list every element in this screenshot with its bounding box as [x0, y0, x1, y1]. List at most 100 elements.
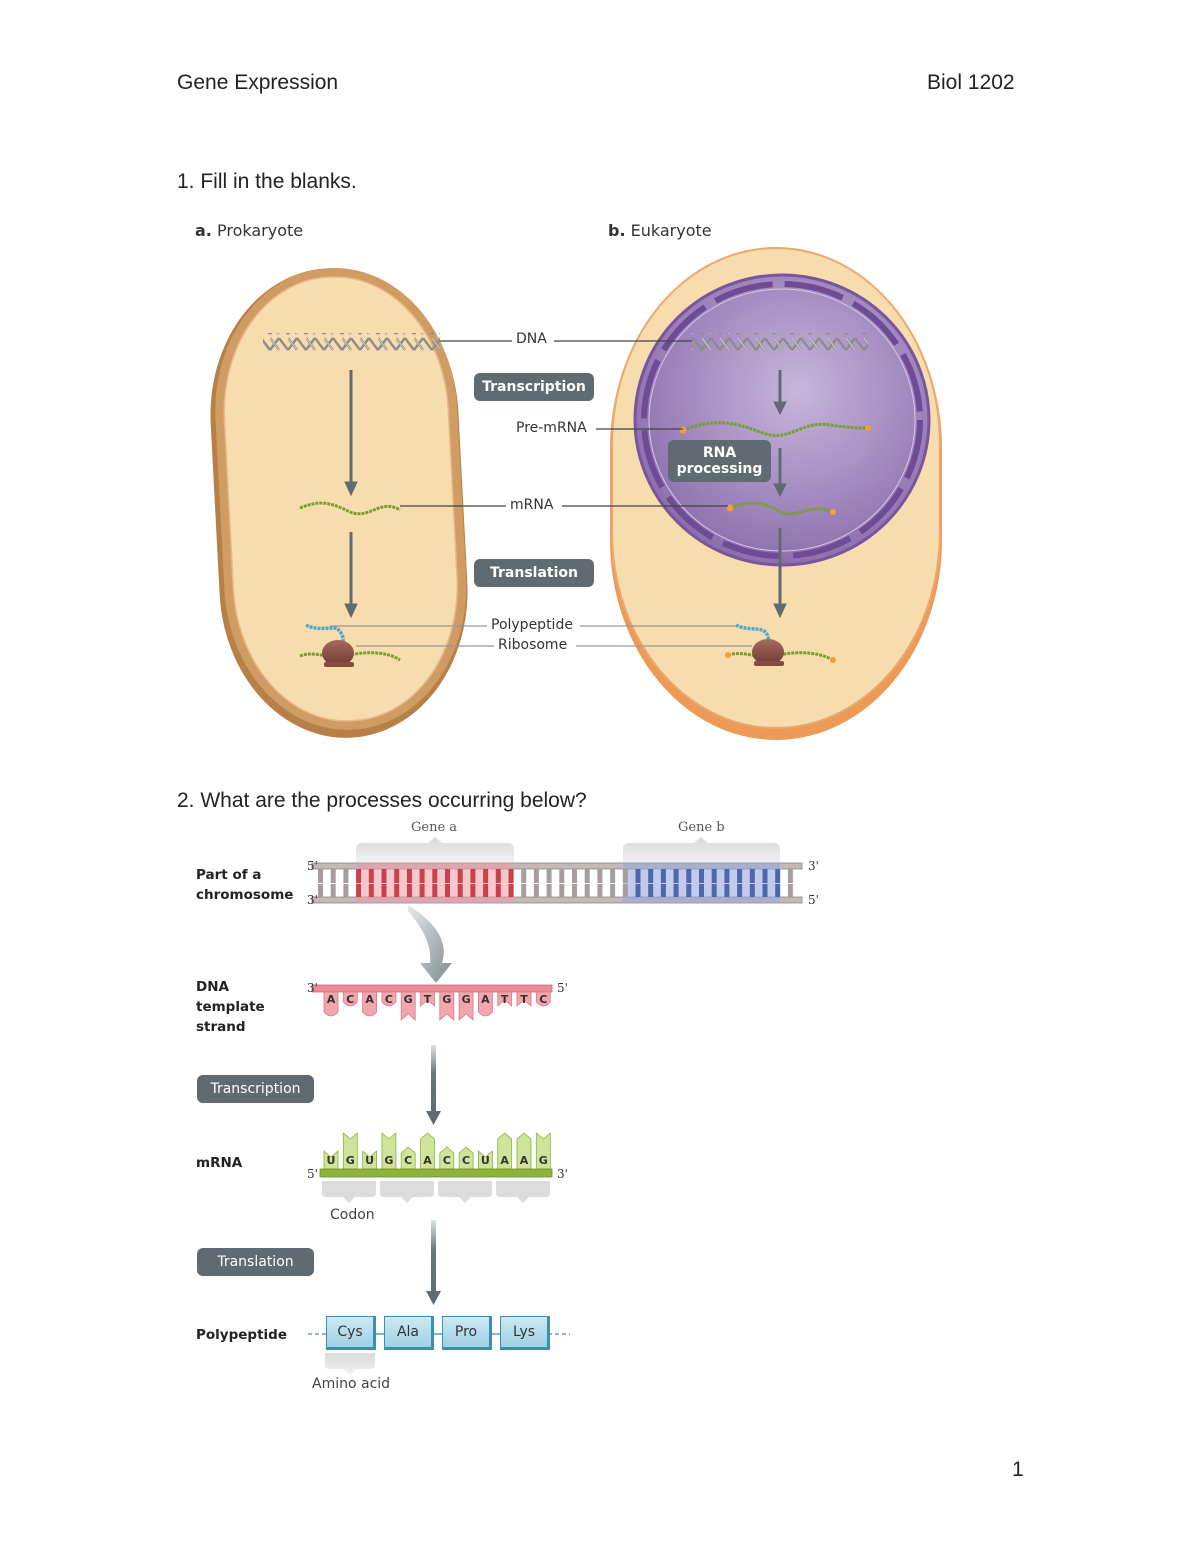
prokaryote-cell [210, 268, 468, 738]
mrna-base-letter: U [365, 1154, 375, 1167]
amino-acid-brace [325, 1353, 375, 1375]
base-pair-rung [495, 869, 501, 883]
base-pair-rung [622, 884, 628, 897]
chromosome-top-3prime: 3' [808, 859, 819, 873]
base-pair-rung [673, 869, 679, 883]
template-base-letter: G [403, 993, 413, 1006]
template-base-letter: T [520, 993, 528, 1006]
base-pair-rung [470, 869, 476, 883]
rna-processing-process-box: RNA processing [668, 440, 771, 482]
pre-mrna-label: Pre-mRNA [512, 420, 591, 436]
amino-acid-label: Amino acid [312, 1376, 391, 1392]
template-base-letter: A [481, 993, 490, 1006]
codon-label: Codon [330, 1207, 375, 1223]
base-pair-rung [610, 884, 616, 897]
base-pair-rung [686, 884, 692, 897]
question-1-prompt: 1. Fill in the blanks. [177, 170, 357, 193]
base-pair-rung [381, 869, 387, 883]
template-base-tab [478, 991, 493, 1017]
base-pair-rung [584, 884, 590, 897]
base-pair-rung [648, 884, 654, 897]
chromosome-label-line1: Part of a [196, 867, 262, 883]
eukaryote-arrows [773, 370, 787, 619]
panel-a-label: a. Prokaryote [195, 221, 303, 240]
mrna-base-letter: G [538, 1154, 548, 1167]
template-3prime: 3' [307, 981, 318, 995]
mrna-base-letter: C [404, 1154, 413, 1167]
template-label-line1: DNA [196, 979, 229, 995]
template-base-letter: G [461, 993, 471, 1006]
base-pair-rung [394, 869, 400, 883]
template-backbone [311, 984, 553, 993]
base-pair-rung [660, 884, 666, 897]
mrna-base-letter: A [423, 1154, 432, 1167]
base-pair-rung [521, 869, 527, 883]
base-pair-rung [508, 884, 514, 897]
base-pair-rung [356, 869, 362, 883]
mrna-5prime: 5' [307, 1167, 318, 1181]
base-pair-rung [381, 884, 387, 897]
polypeptide-label: Polypeptide [487, 617, 577, 633]
template-base-tab [381, 991, 397, 1007]
base-pair-rung [673, 884, 679, 897]
page-number: 1 [1012, 1458, 1024, 1481]
gene-a-brace [356, 837, 514, 863]
base-pair-rung [775, 884, 781, 897]
template-base-letter: C [539, 993, 548, 1006]
base-pair-rung [432, 869, 438, 883]
base-pair-rung [419, 884, 425, 897]
base-pair-rung [597, 869, 603, 883]
base-pair-rung [572, 884, 577, 897]
base-pair-rung [660, 869, 666, 883]
codon-brace [496, 1181, 550, 1203]
base-pair-rung [559, 869, 565, 883]
base-pair-rung [457, 884, 463, 897]
codon-brace [322, 1181, 376, 1203]
rna-processing-line1: RNA [702, 444, 737, 461]
panel-b-title: Eukaryote [630, 221, 712, 240]
base-pair-rung [546, 884, 552, 897]
base-pair-rung [368, 884, 374, 897]
prokaryote-arrows [344, 370, 358, 619]
panel-a-letter: a. [195, 221, 212, 240]
pre-mrna-strand [682, 421, 869, 437]
panel-b-letter: b. [608, 221, 626, 240]
dna-label: DNA [512, 331, 551, 347]
template-base-letter: G [442, 993, 452, 1006]
eukaryote-polypeptide [735, 623, 771, 647]
chromosome-top-5prime: 5' [307, 859, 318, 873]
template-base-tab [439, 991, 455, 1021]
base-pair-rung [483, 884, 489, 897]
template-base-letter: C [346, 993, 355, 1006]
eukaryote-translation-mrna [727, 651, 834, 662]
base-pair-rung [572, 869, 577, 883]
template-base-tab [420, 991, 435, 1007]
base-pair-rung [533, 884, 539, 897]
template-5prime: 5' [557, 981, 568, 995]
base-pair-rung [432, 884, 438, 897]
base-pair-rung [584, 869, 590, 883]
translation-process-box: Translation [474, 559, 594, 587]
template-base-tab [362, 991, 377, 1017]
chromosome-row-label: Part of a chromosome [196, 865, 293, 905]
base-pair-rung [622, 869, 628, 883]
template-base-tab [535, 991, 551, 1007]
base-pair-rung [495, 884, 501, 897]
gene-b-label: Gene b [678, 820, 725, 835]
template-label-line3: strand [196, 1019, 246, 1035]
base-pair-rung [318, 869, 323, 883]
base-pair-rung [457, 869, 463, 883]
central-dogma-figure [308, 837, 803, 1375]
base-pair-rung [711, 869, 717, 883]
mrna-base-letter: A [519, 1154, 529, 1167]
base-pair-rung [445, 884, 450, 897]
panel-b-label: b. Eukaryote [608, 221, 712, 240]
base-pair-rung [787, 884, 793, 897]
base-pair-rung [597, 884, 603, 897]
rna-processing-line2: processing [676, 461, 763, 477]
mrna-label: mRNA [506, 497, 558, 513]
mrna-base-letter: G [384, 1154, 394, 1167]
document-title: Gene Expression [177, 71, 339, 94]
mrna-base-letter: C [442, 1154, 451, 1167]
base-pair-rung [749, 869, 755, 883]
